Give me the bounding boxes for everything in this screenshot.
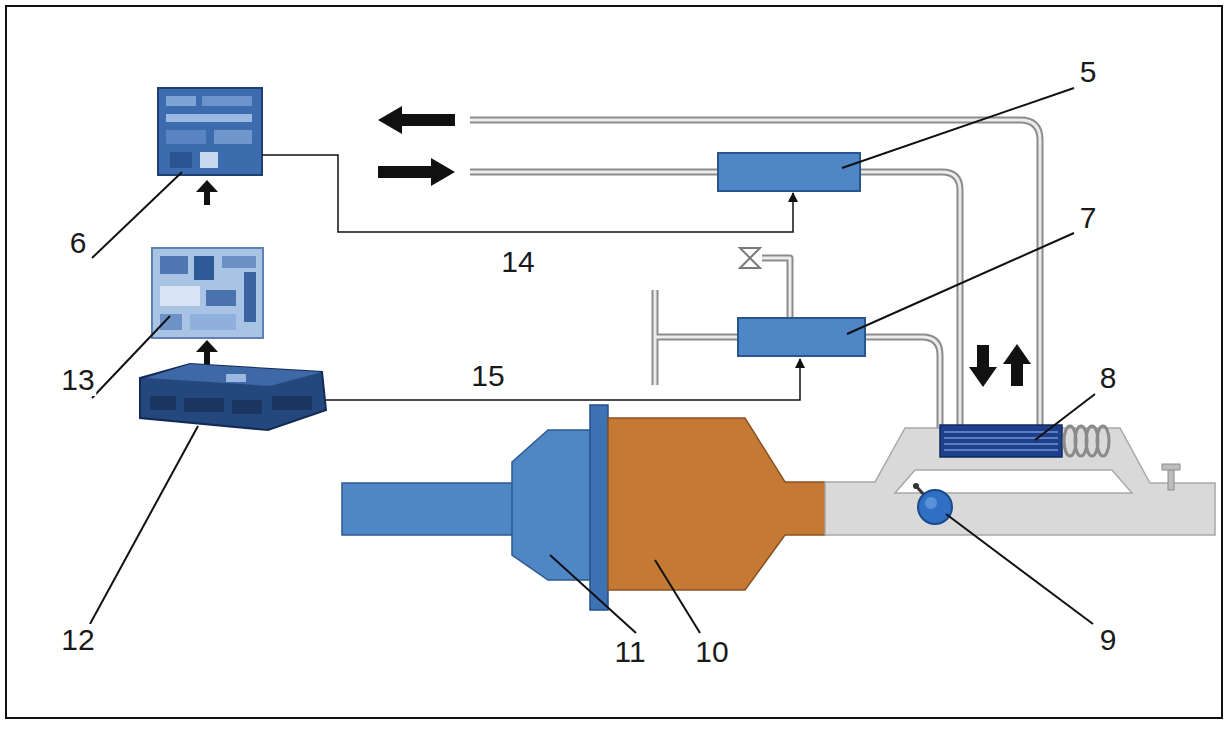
- callout-number: 11: [612, 636, 647, 668]
- exhaust-system: [342, 405, 1215, 610]
- flow-arrows: [378, 106, 1031, 387]
- signal-line: [262, 155, 793, 232]
- signal-line: [326, 359, 800, 400]
- callout-number: 9: [1098, 624, 1119, 656]
- frame-border: [6, 6, 1222, 718]
- flow-arrowhead: [196, 340, 218, 352]
- vacuum-valve: [738, 318, 865, 356]
- bypass-flap: [913, 483, 952, 524]
- callout-number: 13: [59, 364, 96, 396]
- flow-arrowhead: [196, 180, 218, 192]
- circuit-board: [152, 248, 263, 338]
- shutoff-valve-symbol: [740, 248, 760, 268]
- callout-number: 10: [693, 636, 730, 668]
- coolant-valve: [718, 153, 860, 191]
- coolant-pipes: [470, 120, 1040, 472]
- engine-ecu: [140, 364, 326, 430]
- flow-arrow: [204, 350, 210, 365]
- callout-number: 15: [469, 360, 506, 392]
- flow-arrow: [204, 190, 210, 205]
- exhaust-cooler: [940, 425, 1109, 457]
- leader-lines: [90, 88, 1095, 633]
- control-unit: [158, 88, 262, 175]
- callout-number: 6: [68, 227, 89, 259]
- callout-number: 7: [1078, 202, 1099, 234]
- callout-number: 8: [1098, 362, 1119, 394]
- callout-number: 14: [499, 246, 536, 278]
- callout-number: 5: [1078, 56, 1099, 88]
- callout-number: 12: [59, 624, 96, 656]
